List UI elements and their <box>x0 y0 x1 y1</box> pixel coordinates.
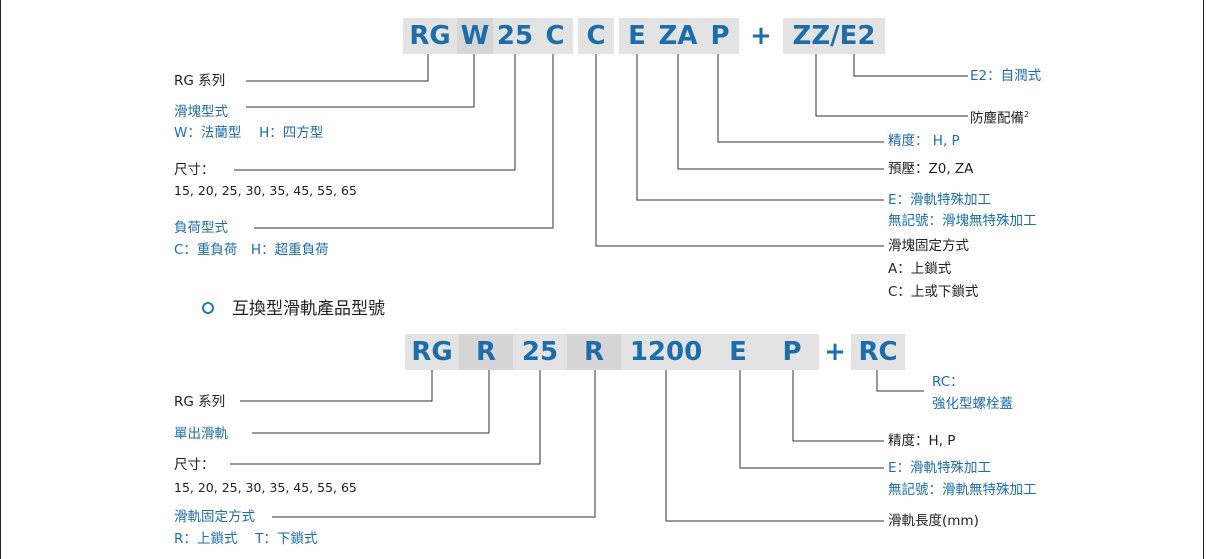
label-size: 尺寸： <box>174 457 215 473</box>
label-precision: 精度：H, P <box>888 433 956 449</box>
section-heading: 互換型滑軌產品型號 <box>232 299 385 319</box>
code-rail-special: E <box>711 334 765 370</box>
code-plus: + <box>824 337 846 367</box>
code-precision: P <box>765 334 819 370</box>
label-precision: 精度： H, P <box>888 133 960 149</box>
label-rc: RC： <box>932 374 964 390</box>
code-block-fix: C <box>578 18 614 54</box>
label-rail-fix-options: R：上鎖式 T：下鎖式 <box>174 531 318 547</box>
code-dust: ZZ/E2 <box>783 18 885 54</box>
label-load-type: 負荷型式 <box>174 220 228 236</box>
code-precision: P <box>701 18 739 54</box>
code-size: 25 <box>493 18 537 54</box>
circle-bullet-icon <box>202 302 214 314</box>
code-plus: + <box>750 21 772 51</box>
label-block-type-options: W：法蘭型 H：四方型 <box>174 125 324 141</box>
label-rail-special: E：滑軌特殊加工 <box>888 460 992 476</box>
label-size-values: 15, 20, 25, 30, 35, 45, 55, 65 <box>174 183 357 198</box>
label-size-values: 15, 20, 25, 30, 35, 45, 55, 65 <box>174 480 357 495</box>
label-series: RG 系列 <box>174 394 226 410</box>
label-single-rail: 單出滑軌 <box>174 426 228 442</box>
label-rail-special: E：滑軌特殊加工 <box>888 192 992 208</box>
label-rail-fix: 滑軌固定方式 <box>174 509 255 525</box>
label-block-fix-c: C：上或下鎖式 <box>888 284 979 300</box>
label-dust-note: 2 <box>1024 110 1030 119</box>
label-dust-text: 防塵配備 <box>970 110 1024 127</box>
code-series: RG <box>405 334 459 370</box>
label-block-type: 滑塊型式 <box>174 104 228 120</box>
label-load-type-options: C：重負荷 H：超重負荷 <box>174 242 329 258</box>
code-load-type: C <box>537 18 573 54</box>
code-rc: RC <box>851 334 905 370</box>
label-no-mark: 無記號：滑塊無特殊加工 <box>888 213 1037 229</box>
code-length: 1200 <box>621 334 711 370</box>
code-size: 25 <box>513 334 567 370</box>
label-rc-desc: 強化型螺栓蓋 <box>932 396 1013 412</box>
code-single-rail: R <box>459 334 513 370</box>
code-rail-fix: R <box>567 334 621 370</box>
label-size: 尺寸： <box>174 162 215 178</box>
code-block-type: W <box>457 18 493 54</box>
code-series: RG <box>403 18 457 54</box>
label-block-fix: 滑塊固定方式 <box>888 238 969 254</box>
page-edge-left <box>0 0 1 559</box>
code-preload: ZA <box>655 18 701 54</box>
label-no-mark: 無記號：滑軌無特殊加工 <box>888 482 1037 498</box>
code-rail-special: E <box>619 18 655 54</box>
label-preload: 預壓：Z0, ZA <box>888 161 974 177</box>
label-block-fix-a: A：上鎖式 <box>888 261 952 277</box>
page-edge-right <box>1203 0 1204 559</box>
label-rail-length: 滑軌長度(mm) <box>888 513 979 529</box>
label-dust: 防塵配備2 <box>970 106 1029 128</box>
label-e2: E2：自潤式 <box>970 68 1042 84</box>
label-series: RG 系列 <box>174 73 226 89</box>
